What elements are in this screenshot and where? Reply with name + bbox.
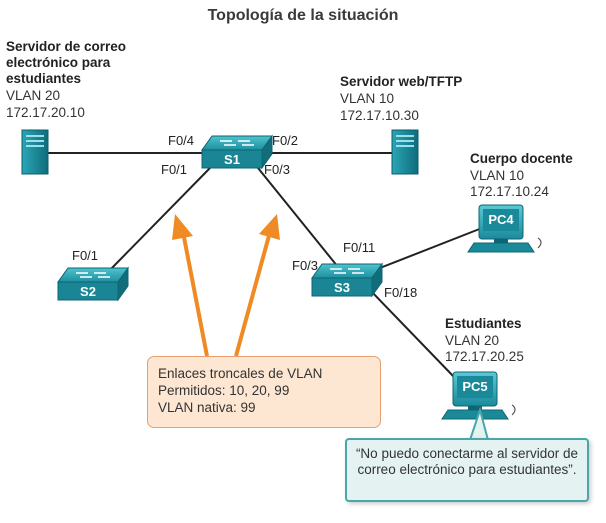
trunk-callout: Enlaces troncales de VLAN Permitidos: 10… — [147, 356, 381, 428]
port-s3-f03: F0/3 — [292, 258, 319, 273]
port-s1-f01: F0/1 — [161, 162, 188, 177]
email-server-icon — [21, 129, 49, 175]
web-server-ip: 172.17.10.30 — [340, 108, 419, 123]
student-speech-bubble: “No puedo conectarme al servidor de corr… — [345, 438, 589, 502]
pc5-name: Estudiantes — [445, 316, 522, 331]
switch-s2-label: S2 — [80, 284, 96, 299]
link-s1-s3 — [257, 167, 339, 268]
trunk-arrow-right — [234, 214, 280, 357]
web-server-name: Servidor web/TFTP — [340, 74, 463, 89]
trunk-callout-line3: VLAN nativa: 99 — [158, 400, 256, 415]
email-server-ip: 172.17.20.10 — [6, 105, 85, 120]
pc4-label: PC4 — [488, 212, 514, 227]
port-s1-f04: F0/4 — [168, 133, 195, 148]
trunk-callout-line2: Permitidos: 10, 20, 99 — [158, 383, 290, 398]
switch-s1-icon: S1 — [201, 134, 273, 170]
switch-s3-icon: S3 — [311, 262, 383, 298]
port-s3-f011: F0/11 — [343, 240, 376, 255]
speech-text: “No puedo conectarme al servidor de corr… — [355, 446, 579, 477]
email-server-name-line2: electrónico para — [6, 55, 111, 70]
email-server-name-line1: Servidor de correo — [6, 39, 127, 54]
port-s1-f02: F0/2 — [272, 133, 299, 148]
pc5-icon: PC5 — [441, 371, 516, 420]
pc5-ip: 172.17.20.25 — [445, 349, 524, 364]
diagram-title: Topología de la situación — [207, 7, 399, 24]
switch-s1-label: S1 — [224, 152, 240, 167]
pc4-ip: 172.17.10.24 — [470, 184, 549, 199]
pc4-vlan: VLAN 10 — [470, 168, 525, 183]
pc4-icon: PC4 — [467, 204, 542, 253]
pc5-vlan: VLAN 20 — [445, 333, 500, 348]
switch-s2-icon: S2 — [57, 266, 129, 302]
pc5-label: PC5 — [462, 379, 487, 394]
email-server-name-line3: estudiantes — [6, 71, 82, 86]
web-server-icon — [391, 129, 419, 175]
web-server-vlan: VLAN 10 — [340, 91, 395, 106]
port-s2-f01: F0/1 — [72, 248, 99, 263]
link-s1-s2 — [107, 167, 211, 273]
port-s1-f03: F0/3 — [264, 162, 291, 177]
switch-s3-label: S3 — [334, 280, 350, 295]
trunk-callout-line1: Enlaces troncales de VLAN — [158, 366, 323, 381]
pc4-name: Cuerpo docente — [470, 151, 573, 166]
email-server-vlan: VLAN 20 — [6, 88, 61, 103]
trunk-arrow-left — [172, 214, 209, 357]
link-s3-pc4 — [379, 227, 483, 269]
link-s3-pc5 — [369, 289, 456, 379]
port-s3-f018: F0/18 — [384, 285, 418, 300]
